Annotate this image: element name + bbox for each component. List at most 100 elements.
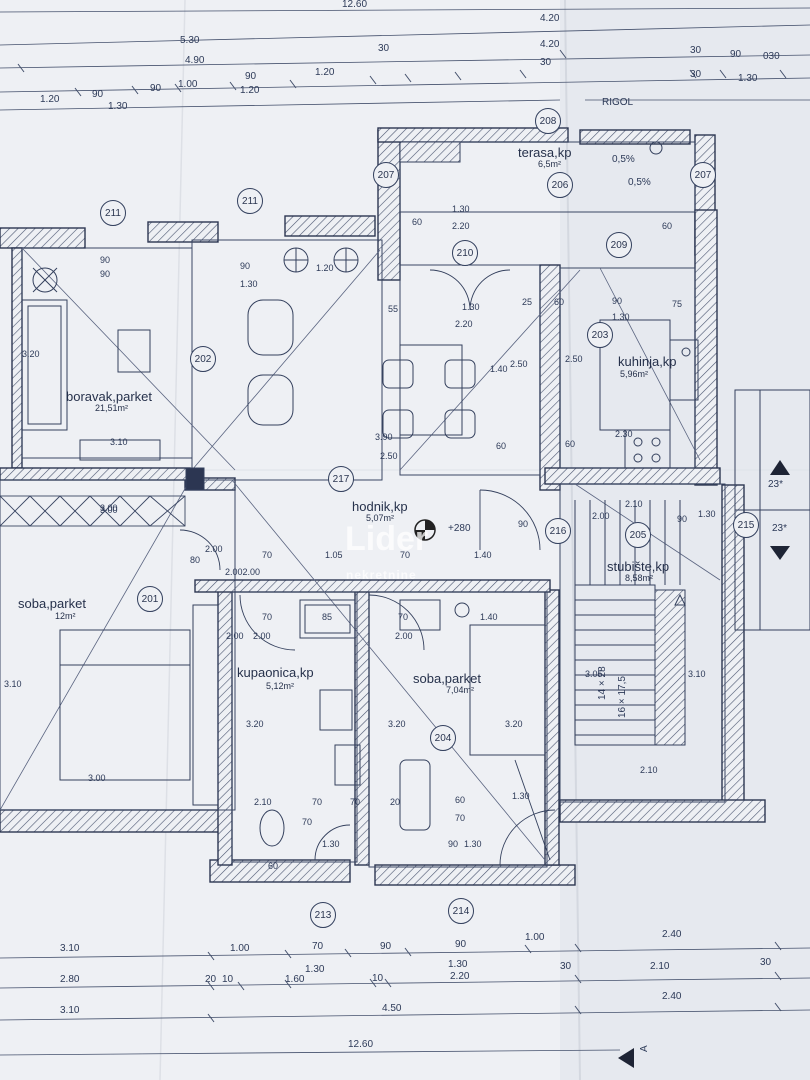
dim-inner: 3.10 (688, 669, 706, 679)
dim-inner: 60 (496, 441, 507, 451)
step-up-label: 23* (768, 479, 784, 490)
dim-inner: 90 (448, 839, 459, 849)
room-number-bubble: 215 (733, 512, 759, 538)
dim-inner: 70 (350, 797, 361, 807)
room-name-boravak: boravak,parket (66, 389, 152, 404)
dim-inner: 70 (400, 550, 411, 560)
dim-inner: 1.40 (490, 364, 508, 374)
dim-inner: 80 (190, 555, 201, 565)
dim-inner: 1.40 (474, 550, 492, 560)
dim-inner: 70 (262, 550, 273, 560)
dim-top: 30 (690, 45, 702, 56)
dim-inner: 2.10 (625, 499, 643, 509)
bottom-ticks (207, 941, 782, 1023)
dim-bottom: 3.10 (60, 943, 80, 954)
room-name-kuhinja: kuhinja,kp (618, 354, 677, 369)
dim-inner: 90 (240, 261, 251, 271)
dim-top: 30 (540, 57, 552, 68)
dim-top: 1.30 (738, 73, 758, 84)
dim-inner: 3.05 (585, 669, 603, 679)
dim-inner: 3.00 (100, 505, 118, 515)
dim-inner: 60 (412, 217, 423, 227)
dim-inner: 2.002.00 (225, 567, 261, 577)
dim-inner: 85 (322, 612, 333, 622)
room-name-soba-1: soba,parket (18, 596, 86, 611)
dim-top: 1.00 (178, 79, 198, 90)
dim-inner: 1.30 (240, 279, 258, 289)
dim-inner: 1.30 (698, 509, 716, 519)
section-label: A (639, 1045, 650, 1052)
dim-inner: 2.00 (226, 631, 244, 641)
dim-bottom: 90 (380, 941, 392, 952)
room-number-bubble: 203 (587, 322, 613, 348)
dim-inner: 1.30 (462, 302, 480, 312)
dim-inner: 1.40 (480, 612, 498, 622)
dim-inner: 55 (388, 304, 399, 314)
dim-top: 1.30 (108, 101, 128, 112)
room-number-bubble: 209 (606, 232, 632, 258)
dim-inner: 2.00 (253, 631, 271, 641)
level-label: +280 (448, 523, 471, 534)
lattice-strip (0, 495, 186, 527)
dim-inner: 3.90 (375, 432, 393, 442)
dim-inner: 3.20 (246, 719, 264, 729)
dim-inner: 2.00 (395, 631, 413, 641)
room-number-bubble: 207 (690, 162, 716, 188)
dim-inner: 60 (268, 861, 279, 871)
room-number-bubble: 204 (430, 725, 456, 751)
dim-top: 90 (730, 49, 742, 60)
dim-inner: 2.30 (615, 429, 633, 439)
dim-inner: 3.20 (505, 719, 523, 729)
dim-inner: 70 (455, 813, 466, 823)
room-number-bubble: 213 (310, 902, 336, 928)
dim-bottom: 2.80 (60, 974, 80, 985)
dim-inner: 90 (612, 296, 623, 306)
slope-label-1: 0,5% (612, 154, 635, 165)
stair-up-arrow (770, 460, 790, 475)
room-name-hodnik: hodnik,kp (352, 499, 408, 514)
dim-inner: 2.50 (565, 354, 583, 364)
dim-inner: 90 (518, 519, 529, 529)
top-ticks (17, 49, 787, 97)
exterior-steps (734, 389, 810, 631)
room-area-terasa: 6,5m² (538, 159, 562, 169)
dim-top: 1.20 (40, 94, 60, 105)
room-name-stubiste: stubište,kp (607, 559, 670, 574)
level-marker (414, 519, 436, 541)
dim-inner: 1.20 (316, 263, 334, 273)
dim-inner: 3.10 (110, 437, 128, 447)
door-swings (179, 269, 556, 866)
dim-inner: 25 (522, 297, 533, 307)
dim-top: 1.20 (240, 85, 260, 96)
dim-inner: 1.30 (612, 312, 630, 322)
room-diagonals (0, 247, 721, 861)
dim-bottom: 2.20 (450, 971, 470, 982)
room-number-bubble: 201 (137, 586, 163, 612)
stair-direction-triangle (674, 593, 686, 606)
dim-bottom: 4.50 (382, 1003, 402, 1014)
room-number-bubble: 211 (100, 200, 126, 226)
dim-top: 5.30 (180, 35, 200, 46)
top-dimension-lines (0, 7, 810, 111)
dim-bottom: 1.30 (305, 964, 325, 975)
dim-inner: 3.20 (22, 349, 40, 359)
plants (32, 247, 359, 293)
dim-inner: 2.00 (592, 511, 610, 521)
dim-inner: 60 (455, 795, 466, 805)
dim-inner: 2.10 (640, 765, 658, 775)
dim-inner: 70 (312, 797, 323, 807)
room-number-bubble: 211 (237, 188, 263, 214)
dim-inner: 1.30 (512, 791, 530, 801)
dim-inner: 70 (398, 612, 409, 622)
room-area-hodnik: 5,07m² (366, 513, 395, 523)
room-number-bubble: 210 (452, 240, 478, 266)
section-arrow (618, 1048, 634, 1068)
dim-bottom: 1.30 (448, 959, 468, 970)
room-area-soba-2: 7,04m² (446, 685, 475, 695)
dim-inner: 20 (390, 797, 401, 807)
dim-top: 4.20 (540, 13, 560, 24)
room-name-kupaonica: kupaonica,kp (237, 665, 314, 680)
stair-down-arrow (770, 546, 790, 560)
stair-treads (574, 500, 681, 736)
